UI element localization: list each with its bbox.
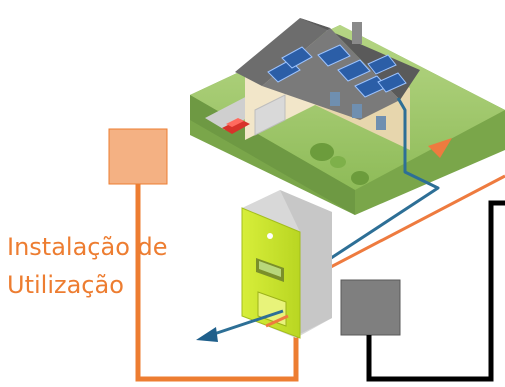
orange-output-line xyxy=(265,314,289,328)
solar-panel-icon xyxy=(267,44,407,98)
arrow-left-icon xyxy=(196,327,218,342)
installation-label-line2: Utilização xyxy=(7,271,124,299)
arrow-up-icon xyxy=(428,138,452,158)
tree-icon xyxy=(310,143,369,185)
car-icon xyxy=(222,118,250,134)
blue-output-line xyxy=(204,309,284,339)
installation-label-line1: Instalação de xyxy=(7,233,168,261)
orange-box xyxy=(108,128,168,185)
house-illustration xyxy=(190,18,505,215)
black-connector-line xyxy=(366,200,505,382)
blue-cable xyxy=(324,97,440,264)
orange-cable xyxy=(324,174,505,272)
installation-label: Instalação de Utilização xyxy=(7,228,227,304)
grey-box xyxy=(340,279,401,336)
electric-meter-icon xyxy=(241,190,332,339)
